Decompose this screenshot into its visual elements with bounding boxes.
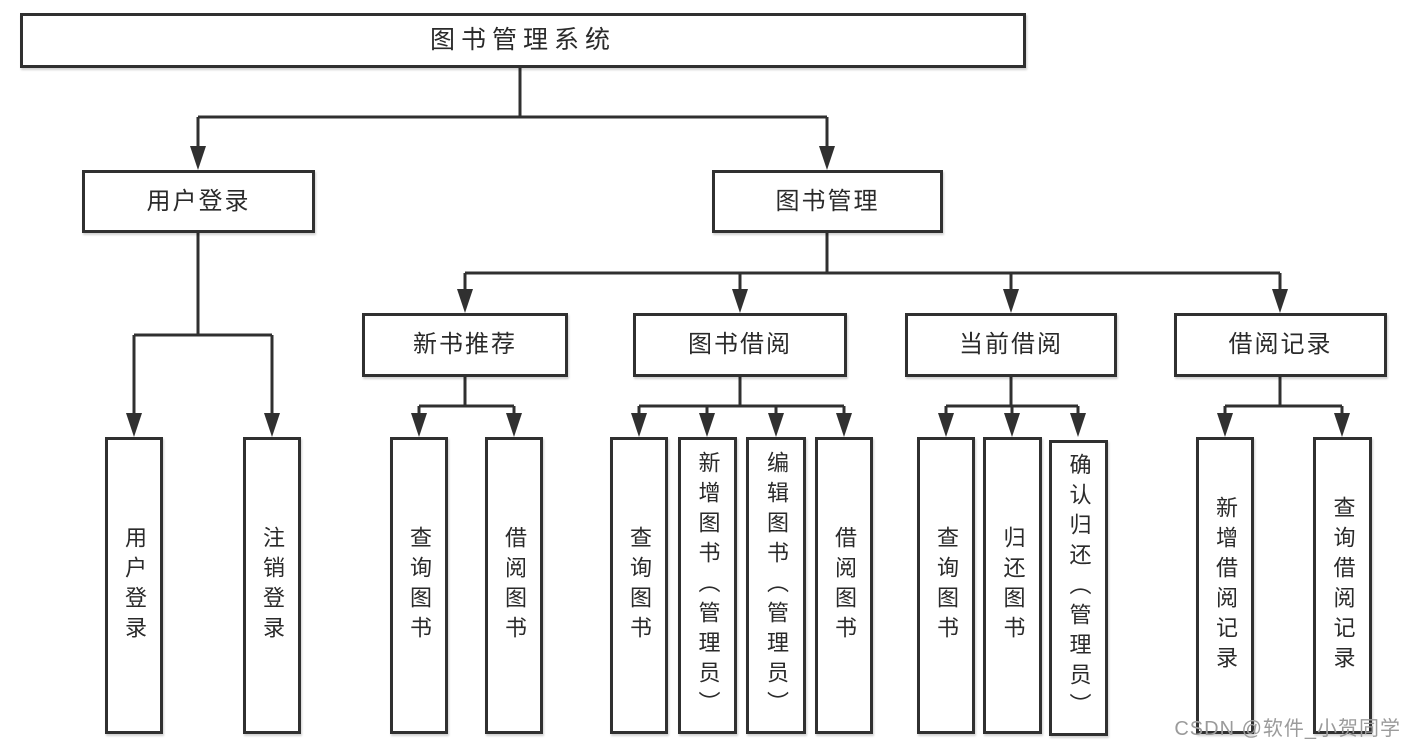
leaf-add-books-admin: 新增图书（管理员） (678, 437, 737, 734)
node-book-management: 图书管理 (712, 170, 943, 233)
arrowhead (457, 289, 473, 313)
arrowhead (631, 413, 647, 437)
arrowhead (732, 289, 748, 313)
arrowhead (1334, 413, 1350, 437)
leaf-logout: 注销登录 (243, 437, 301, 734)
watermark: CSDN @软件_小贺同学 (1174, 718, 1401, 740)
node-new-book-recommend: 新书推荐 (362, 313, 568, 377)
arrowhead (126, 413, 142, 437)
leaf-confirm-return-admin: 确认归还（管理员） (1049, 440, 1108, 736)
arrowhead (1272, 289, 1288, 313)
arrowhead (1070, 413, 1086, 437)
leaf-return-books: 归还图书 (983, 437, 1042, 734)
leaf-query-books-current: 查询图书 (917, 437, 975, 734)
arrowhead (264, 413, 280, 437)
tree-edges (132, 68, 1344, 415)
leaf-query-books-borrow: 查询图书 (610, 437, 668, 734)
leaf-add-borrow-record: 新增借阅记录 (1196, 437, 1254, 734)
arrowhead (699, 413, 715, 437)
arrowhead (1004, 413, 1020, 437)
leaf-query-borrow-record: 查询借阅记录 (1313, 437, 1372, 734)
leaf-borrow-books-recommend: 借阅图书 (485, 437, 543, 734)
arrowhead (768, 413, 784, 437)
arrowhead (411, 413, 427, 437)
arrowhead (938, 413, 954, 437)
node-book-borrowing: 图书借阅 (633, 313, 847, 377)
leaf-borrow-books: 借阅图书 (815, 437, 873, 734)
arrowhead (1217, 413, 1233, 437)
node-library-system: 图书管理系统 (20, 13, 1026, 68)
node-current-borrowing: 当前借阅 (905, 313, 1117, 377)
leaf-edit-books-admin: 编辑图书（管理员） (746, 437, 806, 734)
arrowhead (506, 413, 522, 437)
arrowhead (190, 146, 206, 170)
node-borrowing-records: 借阅记录 (1174, 313, 1387, 377)
arrowhead (819, 146, 835, 170)
node-user-login: 用户登录 (82, 170, 315, 233)
arrowhead (836, 413, 852, 437)
leaf-query-books-recommend: 查询图书 (390, 437, 448, 734)
arrowhead (1003, 289, 1019, 313)
leaf-user-login: 用户登录 (105, 437, 163, 734)
